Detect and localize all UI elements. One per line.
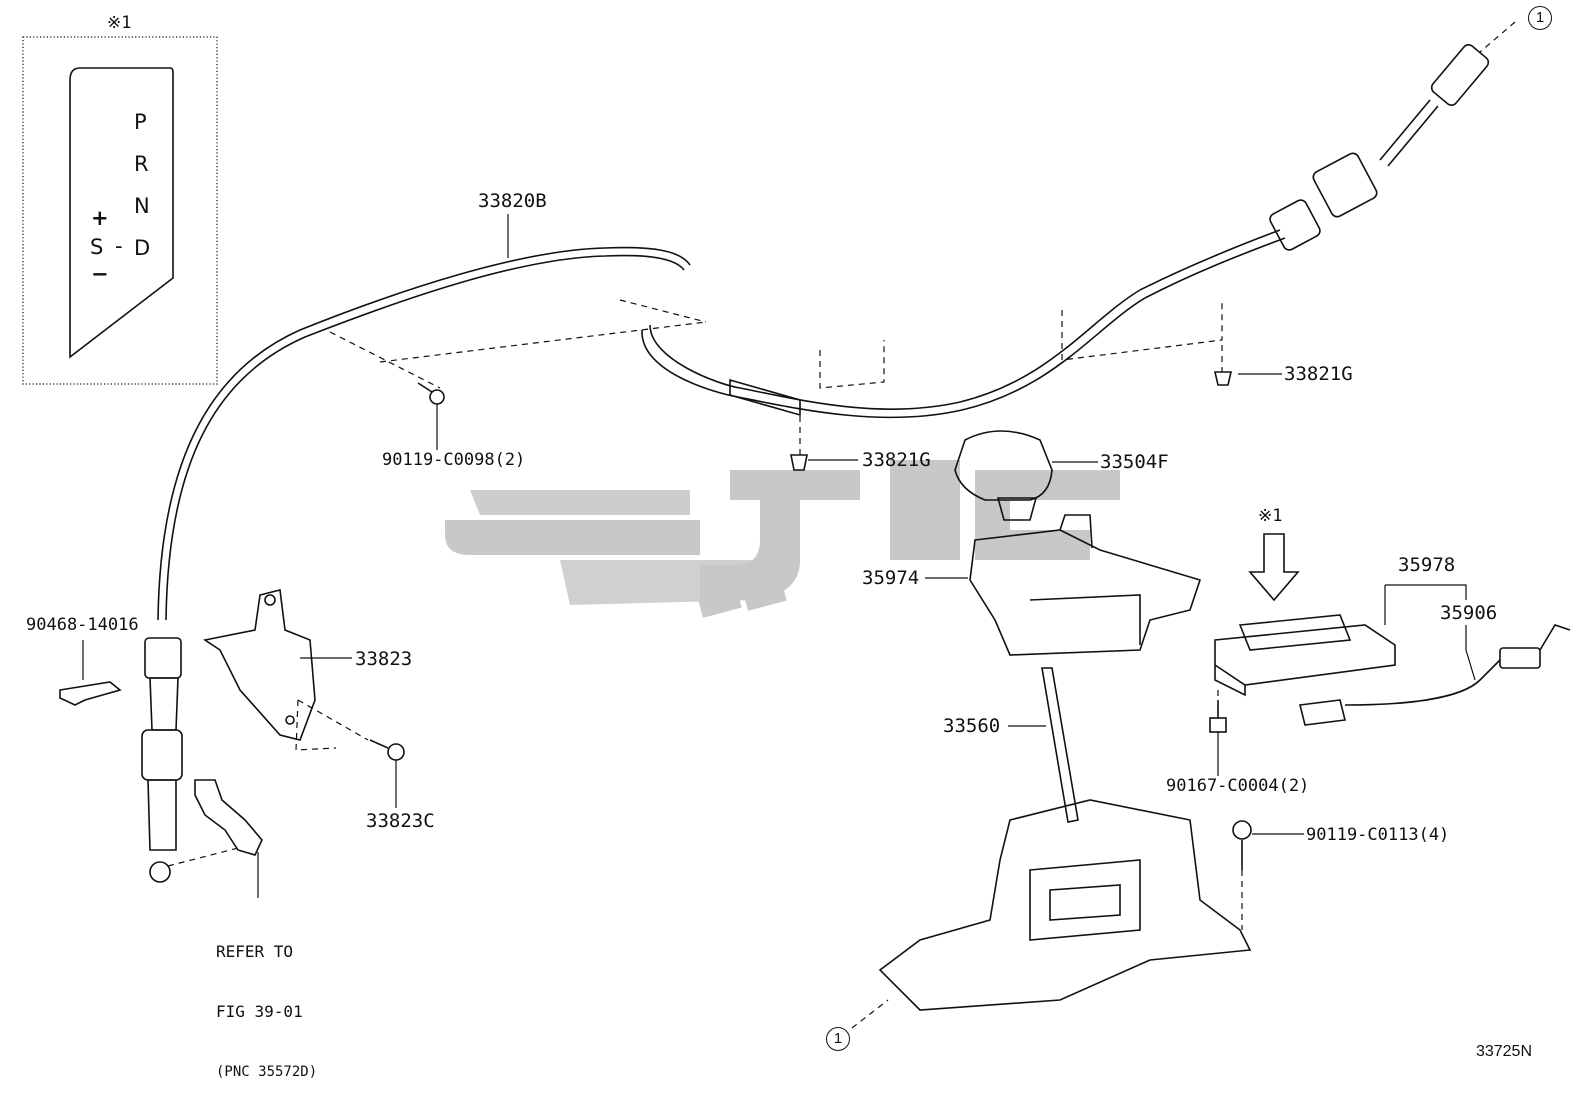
part-label-90167-C0004: 90167-C0004(2) — [1166, 776, 1310, 796]
part-label-33823C: 33823C — [366, 810, 435, 832]
control-module-35978 — [1214, 614, 1396, 697]
part-label-35974: 35974 — [862, 567, 920, 589]
figure-id: 33725N — [1475, 1043, 1532, 1060]
gear-letter-p: P — [134, 110, 147, 134]
part-label-33821G-right: 33821G — [1284, 363, 1353, 385]
gear-letter-r: R — [134, 152, 149, 176]
refer-note-line2: FIG 39-01 — [216, 1002, 303, 1021]
nut-33821G-b — [790, 454, 808, 471]
bolt-90119-C0098 — [417, 382, 445, 405]
gear-letter-dash: - — [115, 234, 123, 258]
indicator-housing-35974 — [969, 514, 1202, 656]
refer-note-line1: REFER TO — [216, 942, 294, 961]
bolt-90119-C0113 — [1232, 820, 1252, 870]
watermark-logo — [445, 460, 1120, 618]
shift-knob-outline — [69, 67, 174, 359]
inset-frame — [22, 36, 218, 385]
part-label-33560: 33560 — [943, 715, 1001, 737]
nut-33821G-a — [1213, 371, 1233, 386]
part-label-33823: 33823 — [355, 648, 413, 670]
bolt-90167-C0004 — [1209, 700, 1227, 733]
gear-letter-s: S — [90, 235, 104, 259]
part-label-33821G-center: 33821G — [862, 449, 931, 471]
pin-part — [194, 779, 263, 856]
leader-lines — [82, 214, 1476, 898]
bolt-33823C — [369, 739, 405, 761]
gear-letter-n: N — [134, 194, 150, 218]
gear-letter-plus: + — [91, 206, 109, 230]
wire-harness-35906 — [1299, 624, 1571, 726]
view-arrow-icon — [1248, 533, 1300, 602]
dashed-lines — [167, 21, 1516, 1029]
view-mark: ※1 — [1258, 506, 1283, 526]
bracket-33823 — [202, 589, 316, 741]
part-label-90119-C0098: 90119-C0098(2) — [382, 450, 526, 470]
gear-letter-minus: − — [91, 262, 109, 286]
shift-cable-33820B — [157, 44, 1490, 621]
part-label-35978: 35978 — [1398, 554, 1456, 576]
shift-lever-assembly-33560 — [878, 667, 1252, 1011]
part-label-35906: 35906 — [1440, 602, 1498, 624]
refer-note-line3: (PNC 35572D) — [216, 1064, 318, 1080]
callout-circle-1-top: 1 — [1528, 6, 1552, 30]
shift-knob-33504F — [954, 430, 1053, 521]
part-label-90468-14016: 90468-14016 — [26, 615, 139, 635]
part-label-33504F: 33504F — [1100, 451, 1169, 473]
inset-mark: ※1 — [107, 13, 132, 33]
refer-note: REFER TO FIG 39-01 (PNC 35572D) — [216, 902, 317, 1102]
gear-letter-d: D — [134, 236, 151, 260]
callout-circle-1-bottom: 1 — [826, 1027, 850, 1051]
clip-90468 — [59, 681, 122, 706]
part-label-90119-C0113: 90119-C0113(4) — [1306, 825, 1450, 845]
cable-lower-end — [141, 637, 183, 883]
part-label-33820B: 33820B — [478, 190, 547, 212]
